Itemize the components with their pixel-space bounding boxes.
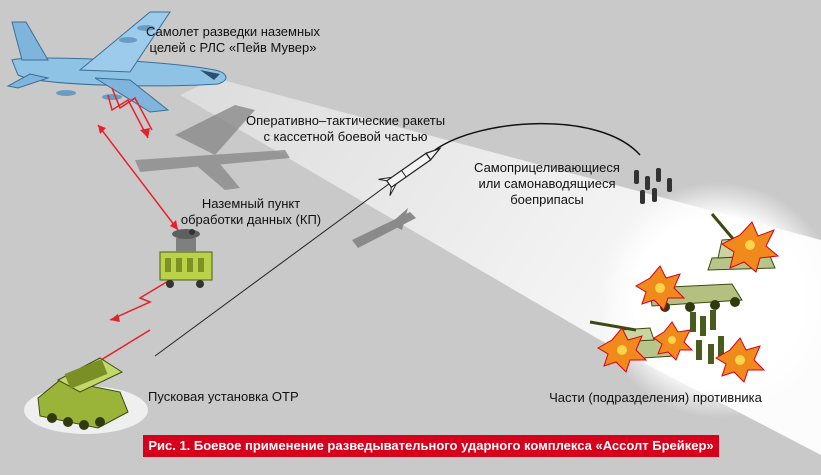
label-ground-station: Наземный пункт обработки данных (КП) bbox=[180, 196, 322, 227]
label-missiles: Оперативно–тактические ракеты с кассетно… bbox=[245, 113, 446, 144]
figure-caption: Рис. 1. Боевое применение разведывательн… bbox=[143, 435, 719, 457]
missile-icon bbox=[378, 147, 442, 196]
trajectory-line bbox=[154, 149, 436, 357]
aircraft-icon bbox=[6, 11, 227, 113]
submunitions-icon bbox=[634, 168, 672, 204]
launcher-icon bbox=[24, 357, 148, 434]
aircraft-shadow bbox=[135, 105, 290, 190]
label-munitions: Самоприцеливающиеся или самонаводящиеся … bbox=[474, 160, 620, 207]
missile-shadow bbox=[352, 212, 416, 248]
label-aircraft: Самолет разведки наземных целей с РЛС «П… bbox=[146, 24, 320, 55]
ground-station-icon bbox=[159, 229, 213, 288]
label-launcher: Пусковая установка ОТР bbox=[148, 389, 299, 404]
trajectory-arc bbox=[434, 122, 641, 156]
soldiers-icon bbox=[690, 310, 724, 364]
data-link bbox=[59, 87, 179, 386]
label-enemy: Части (подразделения) противника bbox=[549, 390, 762, 405]
